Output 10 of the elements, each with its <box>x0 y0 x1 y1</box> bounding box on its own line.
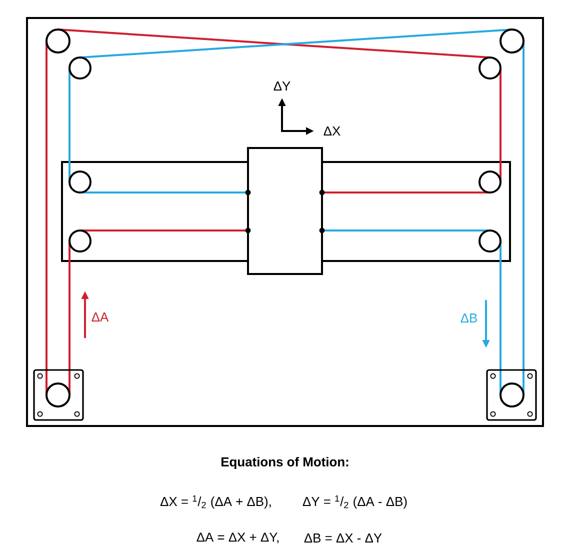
heading: Equations of Motion: <box>221 456 348 470</box>
carriage <box>247 147 323 275</box>
motion-label: ΔA <box>92 312 109 322</box>
equation: ΔA = ΔX + ΔY, <box>196 532 278 544</box>
equation: ΔY = $^{1}$/$_{2}$ (ΔA - ΔB) <box>302 495 407 509</box>
equation: ΔX = $^{1}$/$_{2}$ (ΔA + ΔB), <box>160 495 271 509</box>
equation: ΔB = ΔX - ΔY <box>304 534 382 542</box>
motion-label: ΔB <box>460 314 477 322</box>
axis-label: ΔY <box>274 82 290 90</box>
axis-label: ΔX <box>324 126 340 136</box>
